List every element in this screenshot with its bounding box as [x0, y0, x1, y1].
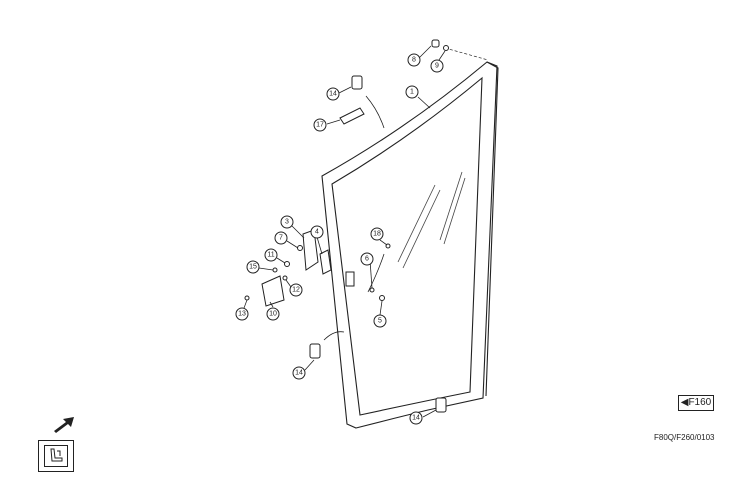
part-11-nut	[284, 261, 290, 267]
curve-leader	[367, 253, 385, 293]
frame-hinge-tab	[345, 271, 355, 287]
callout-17: 17	[313, 118, 327, 132]
door-frame-outer	[321, 61, 498, 429]
drawing-code: F80Q/F260/0103	[654, 433, 715, 442]
glass-reflection	[443, 177, 466, 245]
callout-7: 7	[274, 231, 288, 245]
svg-text:8: 8	[412, 57, 416, 64]
leader-line	[379, 300, 383, 316]
callout-13: 13	[235, 307, 249, 321]
callout-12: 12	[289, 283, 303, 297]
part-14-clip-top	[351, 75, 363, 90]
callout-8: 8	[407, 53, 421, 67]
svg-text:10: 10	[269, 311, 277, 318]
leader-line	[379, 239, 388, 246]
svg-text:9: 9	[435, 63, 439, 70]
part-9-washer	[443, 45, 449, 51]
glass-reflection	[397, 184, 436, 263]
svg-text:5: 5	[378, 318, 382, 325]
leader-line	[269, 301, 274, 308]
svg-text:4: 4	[315, 229, 319, 236]
leader-line	[369, 259, 373, 289]
svg-text:14: 14	[412, 415, 420, 422]
svg-text:1: 1	[410, 89, 414, 96]
svg-text:17: 17	[316, 122, 324, 129]
leader-line	[326, 119, 341, 125]
part-8-bushing	[431, 39, 440, 48]
svg-text:11: 11	[267, 252, 274, 259]
part-13-bolt	[244, 295, 250, 301]
leader-line	[316, 236, 323, 255]
callout-14-top: 14	[326, 87, 340, 101]
part-5-screw	[379, 295, 385, 301]
part-4-hinge-plate	[319, 249, 332, 275]
callout-18: 18	[370, 227, 384, 241]
part-17-seal	[339, 107, 365, 125]
callout-15: 15	[246, 260, 260, 274]
part-6-pin	[369, 287, 375, 293]
svg-text:13: 13	[238, 311, 246, 318]
svg-text:15: 15	[249, 264, 257, 271]
figure-ref-label[interactable]: ◀F160	[678, 395, 714, 411]
svg-text:14: 14	[295, 370, 303, 377]
leader-line	[243, 299, 248, 309]
leader-line	[304, 359, 315, 371]
curve-leader	[323, 331, 345, 341]
svg-text:18: 18	[373, 231, 381, 238]
part-15-spacer	[272, 267, 278, 273]
svg-text:7: 7	[279, 235, 283, 242]
part-14-clip-bottom	[435, 397, 447, 413]
glass-reflection	[402, 189, 441, 269]
leader-line	[417, 45, 432, 60]
figure-ref-text: F160	[688, 397, 712, 408]
seat-icon	[44, 445, 68, 467]
callout-1: 1	[405, 85, 419, 99]
leader-line	[276, 257, 286, 264]
part-14-clip-left	[309, 343, 321, 359]
leader-line	[417, 96, 431, 109]
part-10-plate	[261, 275, 285, 307]
callout-14-bottom: 14	[409, 411, 423, 425]
leader-line	[438, 50, 446, 61]
hinge-dashed-line	[444, 47, 489, 61]
leader-line	[286, 240, 299, 249]
leader-line	[422, 409, 437, 418]
glass-reflection	[439, 171, 463, 241]
leader-line	[338, 86, 352, 94]
callout-10: 10	[266, 307, 280, 321]
arrow-up-right-icon[interactable]	[52, 414, 76, 434]
svg-text:6: 6	[365, 256, 369, 263]
curve-leader	[365, 95, 385, 129]
callout-14-left: 14	[292, 366, 306, 380]
svg-text:14: 14	[329, 91, 337, 98]
door-frame-rear-edge	[485, 61, 499, 397]
part-3-bracket	[302, 229, 319, 271]
callout-3: 3	[280, 215, 294, 229]
leader-line	[285, 279, 292, 288]
callout-9: 9	[430, 59, 444, 73]
callout-11: 11	[264, 248, 278, 262]
svg-text:3: 3	[285, 219, 289, 226]
leader-line	[258, 267, 274, 271]
figure-ref-arrow-icon: ◀	[680, 397, 689, 408]
seat-nav-button[interactable]	[38, 440, 74, 472]
callout-5: 5	[373, 314, 387, 328]
part-12-washer	[282, 275, 288, 281]
svg-text:12: 12	[292, 287, 300, 294]
callout-4: 4	[310, 225, 324, 239]
callout-6: 6	[360, 252, 374, 266]
door-frame-inner	[331, 76, 483, 416]
leader-line	[291, 225, 305, 239]
part-7-screw	[297, 245, 303, 251]
